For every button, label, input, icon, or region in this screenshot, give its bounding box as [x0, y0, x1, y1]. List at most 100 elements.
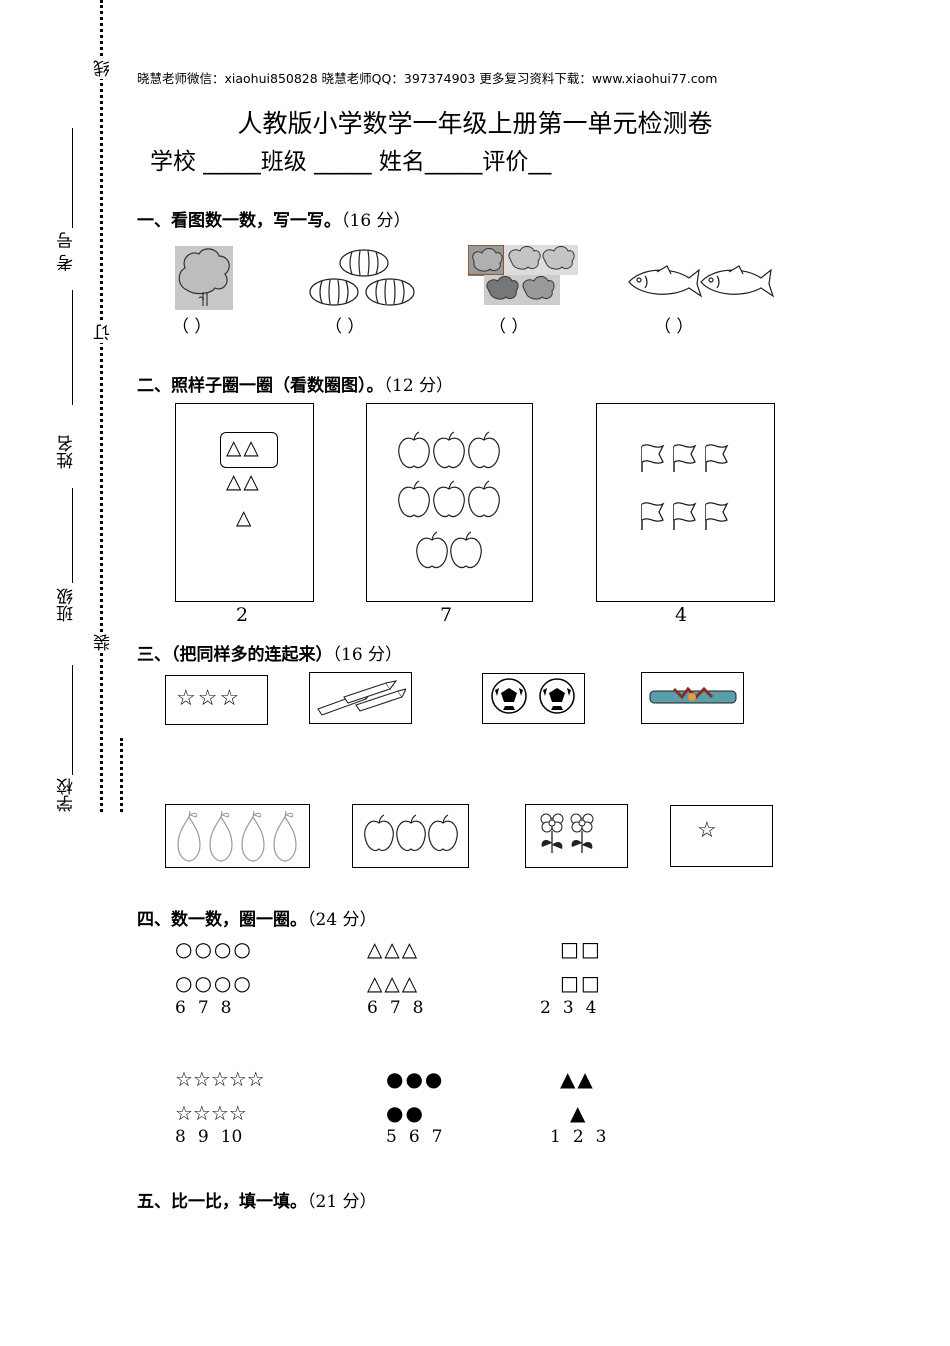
match-bottom-flowers[interactable] [525, 804, 628, 868]
option[interactable]: 6 [175, 998, 186, 1018]
apple-grid-icon [398, 431, 500, 569]
answer-blank-2[interactable]: （ ） [325, 317, 365, 337]
answer-blank-1[interactable]: （ ） [172, 317, 212, 337]
match-top-stars[interactable]: ☆☆☆ [165, 675, 268, 725]
option[interactable]: 5 [386, 1127, 397, 1147]
match-bottom-apples[interactable] [352, 804, 469, 868]
black-triangles-line-2: ▲ [570, 1101, 588, 1125]
box2-number: 7 [440, 604, 453, 626]
option[interactable]: 6 [408, 1127, 420, 1147]
margin-label-zhuang: 装 [91, 632, 116, 653]
flag-grid-icon [641, 444, 728, 531]
option[interactable]: 2 [572, 1127, 584, 1147]
page-title: 人教版小学数学一年级上册第一单元检测卷 [237, 109, 713, 138]
option[interactable]: 2 [540, 998, 551, 1018]
box1-number: 2 [236, 604, 249, 626]
circles-line-1: ○○○○ [175, 937, 253, 961]
section5-points: （21 分） [307, 1192, 377, 1212]
option[interactable]: 7 [197, 998, 209, 1018]
option[interactable]: 4 [585, 998, 597, 1018]
flower-icon [540, 813, 594, 854]
info-line: 学校 _____班级 _____ 姓名_____评价__ [150, 149, 552, 175]
margin-label-xuexiao: 学校 [57, 778, 77, 812]
section5-title: 五、比一比，填一填。 [137, 1192, 307, 1212]
cloud-icon [468, 245, 578, 305]
section3-points: （16 分） [332, 645, 403, 665]
fish-icon [628, 265, 775, 298]
pear-icon [177, 810, 297, 862]
section4-title: 四、数一数，圈一圈。 [137, 910, 307, 930]
match-bottom-pears[interactable] [165, 804, 310, 868]
stars-line-1: ☆☆☆☆☆ [175, 1067, 265, 1091]
xingming-line [72, 290, 73, 405]
flag-box[interactable] [596, 403, 775, 602]
apple-box[interactable] [366, 403, 533, 602]
kaohao-line [72, 128, 73, 228]
section4-heading: 四、数一数，圈一圈。（24 分） [137, 905, 377, 930]
dots-line-2: ●● [386, 1101, 425, 1125]
squares-line-1: □□ [560, 937, 602, 961]
margin-label-ding: 订 [91, 322, 116, 343]
option[interactable]: 9 [197, 1127, 209, 1147]
black-triangles-line-1: ▲▲ [560, 1067, 595, 1091]
margin-label-kaohao: 考 号 [57, 232, 77, 272]
section3-title: 三、（把同样多的连起来） [137, 645, 333, 665]
match-top-balls[interactable] [482, 673, 585, 724]
tree-icon [175, 246, 233, 310]
box3-number: 4 [675, 604, 688, 626]
match-top-pencils[interactable] [309, 672, 412, 724]
dots-line-1: ●●● [386, 1067, 445, 1091]
pencil-case-icon [649, 687, 737, 704]
triangle-row-1: △△ [226, 435, 261, 459]
triangles-line-2: △△△ [367, 971, 420, 995]
option[interactable]: 1 [550, 1127, 561, 1147]
stars-line-2: ☆☆☆☆ [175, 1101, 247, 1125]
option[interactable]: 6 [367, 998, 378, 1018]
sample-circle [220, 432, 278, 468]
option[interactable]: 8 [412, 998, 424, 1018]
section2-title: 二、照样子圈一圈（看数圈图）。 [137, 376, 384, 396]
section2-heading: 二、照样子圈一圈（看数圈图）。（12 分） [137, 371, 453, 396]
section1-heading: 一、看图数一数，写一写。（16 分） [137, 206, 411, 231]
margin-label-xian: 线 [91, 58, 116, 79]
binding-dotted-line [100, 0, 103, 812]
answer-blank-4[interactable]: （ ） [654, 317, 694, 337]
option[interactable]: 8 [220, 998, 232, 1018]
single-star: ☆ [697, 818, 719, 843]
apple-icon [364, 814, 458, 852]
pumpkin-icon [309, 249, 415, 306]
section2-points: （12 分） [383, 376, 454, 396]
option[interactable]: 10 [220, 1127, 243, 1147]
section1-title: 一、看图数一数，写一写。 [137, 211, 341, 231]
match-top-pencilcase[interactable] [641, 672, 744, 724]
section1-points: （16 分） [341, 211, 411, 231]
triangles-line-1: △△△ [367, 937, 420, 961]
section4-points: （24 分） [307, 910, 377, 930]
squares-line-2: □□ [560, 971, 602, 995]
triangle-row-2: △△ [226, 469, 261, 493]
circles-line-2: ○○○○ [175, 971, 253, 995]
option[interactable]: 7 [389, 998, 401, 1018]
section5-heading: 五、比一比，填一填。（21 分） [137, 1187, 377, 1212]
match-bottom-star[interactable]: ☆ [670, 805, 773, 867]
sample-box: △△ △△ △ [175, 403, 314, 602]
section3-heading: 三、（把同样多的连起来）（16 分） [137, 640, 402, 665]
soccer-ball-icon [491, 678, 575, 714]
option[interactable]: 7 [431, 1127, 443, 1147]
margin-label-xingming: 姓名 [57, 435, 77, 469]
star-row: ☆☆☆ [176, 686, 242, 711]
page-header: 晓慧老师微信：xiaohui850828 晓慧老师QQ：397374903 更多… [137, 71, 718, 86]
option[interactable]: 3 [595, 1127, 607, 1147]
xuexiao-line [72, 665, 73, 775]
answer-blank-3[interactable]: （ ） [489, 317, 529, 337]
option[interactable]: 8 [175, 1127, 186, 1147]
pencil-icon [317, 680, 406, 716]
option[interactable]: 3 [562, 998, 574, 1018]
margin-label-banji: 班级 [57, 588, 77, 622]
